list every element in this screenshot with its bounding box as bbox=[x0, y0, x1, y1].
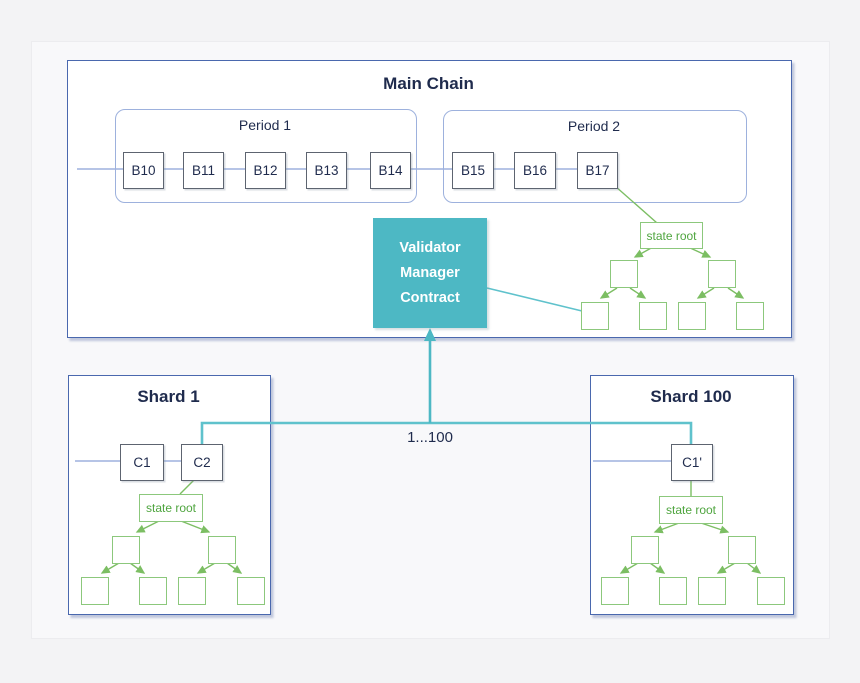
merkle-node bbox=[610, 260, 638, 288]
vmc-line-1: Validator bbox=[399, 240, 461, 256]
block-b17: B17 bbox=[577, 152, 618, 189]
block-b15: B15 bbox=[452, 152, 494, 189]
merkle-leaf bbox=[81, 577, 109, 605]
main-chain-title: Main Chain bbox=[383, 74, 474, 93]
shard-100-box bbox=[590, 375, 794, 615]
block-b12: B12 bbox=[245, 152, 286, 189]
merkle-leaf bbox=[678, 302, 706, 330]
shard-100-title: Shard 100 bbox=[650, 387, 732, 406]
merkle-leaf bbox=[757, 577, 785, 605]
merkle-node bbox=[208, 536, 236, 564]
merkle-node bbox=[112, 536, 140, 564]
main-state-root-box: state root bbox=[640, 222, 703, 249]
period-1-box bbox=[115, 109, 417, 203]
validator-manager-contract-box: Validator Manager Contract bbox=[373, 218, 487, 328]
block-b11: B11 bbox=[183, 152, 224, 189]
merkle-leaf bbox=[581, 302, 609, 330]
connector-range-label: 1...100 bbox=[407, 429, 453, 446]
merkle-leaf bbox=[139, 577, 167, 605]
period-1-label: Period 1 bbox=[238, 117, 292, 133]
merkle-leaf bbox=[736, 302, 764, 330]
merkle-leaf bbox=[698, 577, 726, 605]
block-b16: B16 bbox=[514, 152, 556, 189]
merkle-leaf bbox=[601, 577, 629, 605]
block-b14: B14 bbox=[370, 152, 411, 189]
merkle-leaf bbox=[178, 577, 206, 605]
merkle-leaf bbox=[659, 577, 687, 605]
vmc-line-3: Contract bbox=[400, 290, 460, 306]
shard-1-title: Shard 1 bbox=[137, 387, 200, 406]
merkle-leaf bbox=[237, 577, 265, 605]
merkle-node bbox=[728, 536, 756, 564]
merkle-node bbox=[708, 260, 736, 288]
shard-1-state-root-box: state root bbox=[139, 494, 203, 522]
block-c1-prime: C1' bbox=[671, 444, 713, 481]
block-b10: B10 bbox=[123, 152, 164, 189]
block-b13: B13 bbox=[306, 152, 347, 189]
period-2-box bbox=[443, 110, 747, 203]
merkle-leaf bbox=[639, 302, 667, 330]
period-2-label: Period 2 bbox=[567, 118, 621, 134]
vmc-line-2: Manager bbox=[400, 265, 460, 281]
shard-100-state-root-box: state root bbox=[659, 496, 723, 524]
block-c1: C1 bbox=[120, 444, 164, 481]
block-c2: C2 bbox=[181, 444, 223, 481]
merkle-node bbox=[631, 536, 659, 564]
